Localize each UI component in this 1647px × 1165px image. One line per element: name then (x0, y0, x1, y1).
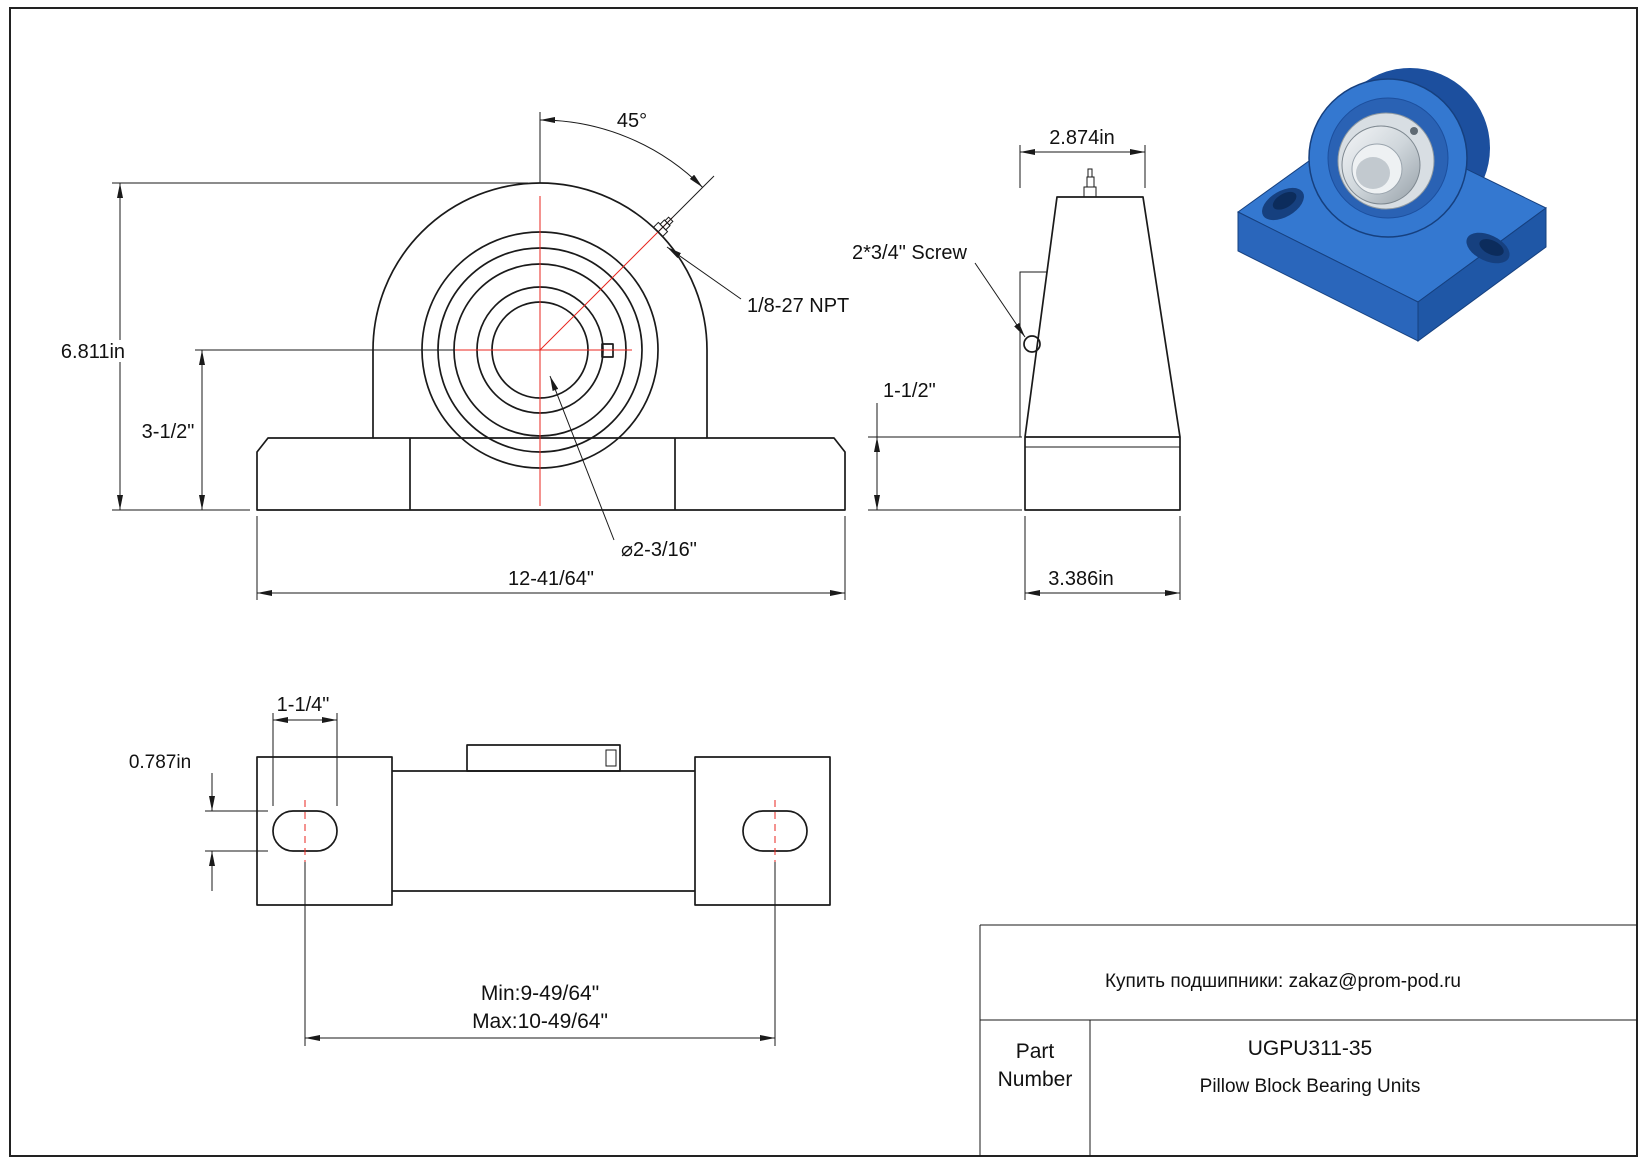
render-set-screw (1410, 127, 1418, 135)
bolt-spacing-min-label: Min:9-49/64" (481, 982, 599, 1005)
leader-npt: 1/8-27 NPT (666, 246, 849, 317)
dim-text-mask (52, 340, 130, 362)
npt-leader-label: 1/8-27 NPT (747, 295, 849, 317)
side-outline (1024, 196, 1181, 511)
part-number-value: UGPU311-35 (1248, 1037, 1373, 1060)
dim-slot-width: 1-1/4" (272, 694, 338, 806)
slot-width-dimension: 1-1/4" (277, 694, 330, 716)
plan-fitting-mark (605, 749, 617, 767)
plan-left-foot (256, 756, 393, 906)
render-bolt-hole-right (1466, 232, 1510, 264)
bolt-spacing-max-label: Max:10-49/64" (472, 1010, 608, 1033)
dim-angle-45: 45° (539, 110, 703, 188)
screw-leader-label: 2*3/4" Screw (852, 242, 967, 264)
angle-dimension-label: 45° (617, 110, 647, 132)
side-flange (1019, 271, 1047, 437)
plan-boss (466, 744, 621, 772)
slot-height-dimension: 0.787in (129, 752, 191, 773)
dim-side-base-height: 1-1/2" (868, 380, 1022, 511)
dim-side-top-width: 2.874in (1019, 127, 1146, 188)
side-base-width-dimension: 3.386in (1048, 568, 1114, 590)
fitting-axis-extension (657, 175, 715, 233)
part-number-label-line2: Number (998, 1068, 1073, 1091)
render-bore-shadow (1356, 157, 1390, 189)
dim-center-height: 3-1/2" (133, 349, 455, 510)
part-description: Pillow Block Bearing Units (1200, 1076, 1421, 1097)
leader-set-screw: 2*3/4" Screw (852, 242, 1026, 338)
dim-overall-height: 6.811in (52, 182, 528, 511)
leader-bore-diameter: ⌀2-3/16" (549, 375, 697, 561)
side-set-screw (1023, 335, 1041, 353)
side-view-drawing: 2.874in 2*3/4" Screw 1-1/2" 3.386in (852, 127, 1181, 600)
grease-fitting-side (1083, 168, 1097, 198)
contact-text: Купить подшипники: zakaz@prom-pod.ru (1105, 971, 1461, 992)
part-number-label-line1: Part (1016, 1040, 1055, 1063)
side-top-width-dimension: 2.874in (1049, 127, 1115, 149)
dim-text-mask (133, 420, 199, 442)
render-bolt-hole-left (1262, 187, 1304, 221)
iso-3d-render (1237, 68, 1547, 342)
front-view-drawing: 45° 6.811in 3-1/2" 1/8-27 NPT ⌀2-3/16" (52, 110, 849, 600)
title-block: Купить подшипники: zakaz@prom-pod.ru Par… (979, 924, 1637, 1156)
dim-bolt-spacing: Min:9-49/64" Max:10-49/64" (304, 862, 776, 1046)
bottom-view-drawing: 1-1/4" 0.787in Min:9-49/64" Max:10-49/64… (129, 694, 831, 1046)
plan-right-foot (694, 756, 831, 906)
center-height-dimension: 3-1/2" (142, 421, 195, 443)
bore-diameter-label: ⌀2-3/16" (621, 539, 697, 561)
dim-base-length: 12-41/64" (256, 516, 846, 600)
dim-slot-height: 0.787in (129, 752, 268, 891)
base-width-dimension: 12-41/64" (508, 568, 594, 590)
sheet-border (9, 7, 1638, 1157)
overall-height-dimension: 6.811in (61, 341, 125, 363)
centerlines-front (455, 196, 673, 506)
side-base-height-dimension: 1-1/2" (883, 380, 936, 402)
render-base-right (1417, 207, 1547, 342)
dim-side-base-width: 3.386in (1024, 516, 1181, 600)
